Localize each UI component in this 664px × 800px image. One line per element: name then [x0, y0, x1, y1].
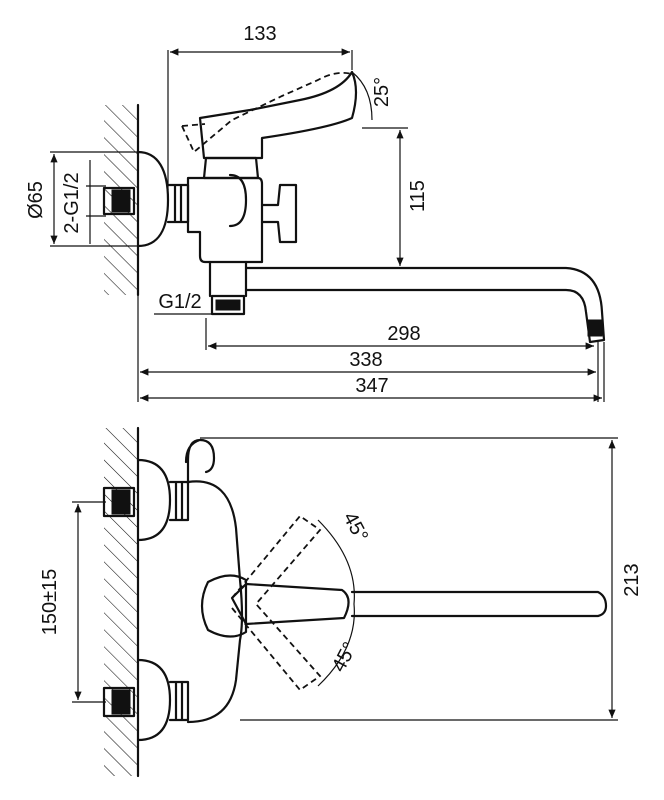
- dim-d65-label: Ø65: [25, 181, 47, 219]
- dim-d65: Ø65: [25, 151, 140, 247]
- mixer-body-top: [186, 480, 244, 724]
- spout: [244, 266, 606, 344]
- diverter-knob: [228, 173, 248, 228]
- handle-base: [200, 574, 248, 638]
- dim-213: 213: [200, 437, 643, 721]
- handle-arm: [350, 590, 608, 618]
- lever-handle: [198, 70, 358, 160]
- dim-g12-label: G1/2: [158, 291, 201, 313]
- dim-298: 298: [205, 318, 594, 350]
- upper-flange: [136, 458, 172, 542]
- bottom-outlet: [208, 260, 248, 316]
- dim-2g12-label: 2-G1/2: [61, 172, 83, 233]
- dim-25deg-label: 25°: [371, 77, 393, 107]
- lower-inlet: [102, 680, 190, 722]
- dim-150-label: 150±15: [39, 569, 61, 636]
- side-knob: [260, 183, 298, 244]
- dim-338: 338: [137, 296, 599, 402]
- dim-45-upper-label: 45°: [338, 509, 372, 546]
- lever-handle-top: [230, 582, 350, 626]
- dim-213-label: 213: [621, 563, 643, 596]
- dim-338-label: 338: [349, 349, 382, 371]
- dim-2g12: 2-G1/2: [61, 160, 106, 244]
- wall-flange: [136, 150, 170, 248]
- dim-347: 347: [140, 342, 605, 402]
- aerator: [587, 319, 603, 337]
- top-view: 45° 45° 150±15 213: [39, 426, 643, 778]
- wall-hatch-bottom: [104, 426, 140, 778]
- lever-rotated-down: [231, 603, 322, 692]
- lever-handle-raised: [181, 71, 353, 154]
- lower-flange: [136, 658, 172, 742]
- side-view: 133 25° 115 Ø65 2-G1/2 G1/: [25, 23, 606, 402]
- dim-g12: G1/2: [154, 291, 214, 315]
- dim-133: 133: [167, 23, 353, 190]
- dim-298-label: 298: [387, 323, 420, 345]
- inlet-thread: [102, 186, 136, 216]
- dim-133-label: 133: [243, 23, 276, 45]
- dim-25deg: 25°: [351, 71, 393, 121]
- dim-150: 150±15: [39, 501, 106, 703]
- rotation-arc: [317, 519, 355, 687]
- eccentric-connector: [166, 183, 190, 224]
- upper-inlet: [102, 480, 190, 522]
- dim-115-label: 115: [407, 180, 429, 212]
- dim-115: 115: [362, 127, 429, 266]
- dim-347-label: 347: [355, 375, 388, 397]
- mixer-body: [186, 176, 264, 264]
- hose-hook: [184, 438, 216, 486]
- lever-rotated-up: [231, 514, 322, 605]
